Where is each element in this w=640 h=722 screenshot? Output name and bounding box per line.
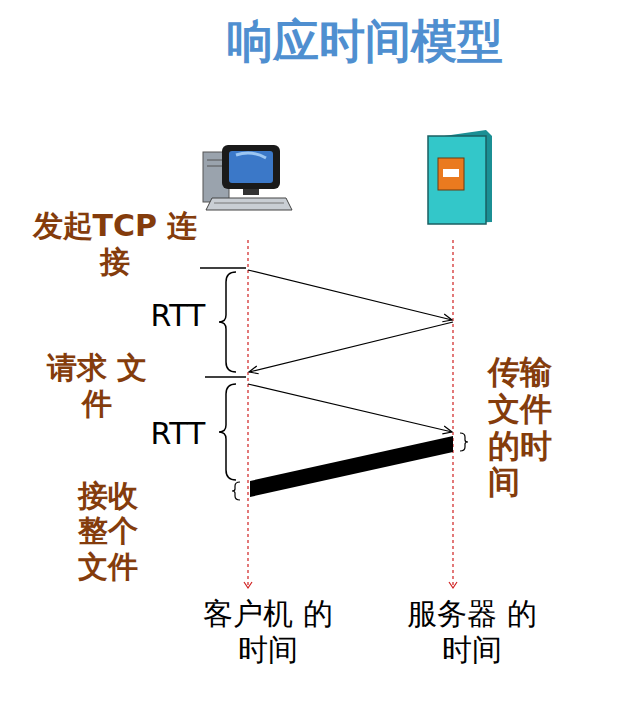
rtt-brace bbox=[219, 384, 236, 480]
synack-arrow bbox=[249, 322, 453, 372]
transmit-label: 传输 文件 的时间 bbox=[488, 354, 552, 501]
client-lifeline bbox=[247, 240, 248, 588]
server-icon bbox=[428, 130, 492, 224]
step-label: 接收 整个 文件 bbox=[58, 478, 158, 584]
lifeline-label: 服务器 的时间 bbox=[402, 596, 542, 668]
server-lifeline bbox=[452, 240, 453, 588]
rtt-label: RTT bbox=[138, 298, 218, 334]
rtt-brace bbox=[219, 272, 236, 372]
lifeline-label: 客户机 的时间 bbox=[198, 596, 338, 668]
diagram-title: 响应时间模型 bbox=[130, 14, 600, 69]
client-computer-icon bbox=[203, 145, 292, 210]
rtt-label: RTT bbox=[138, 416, 218, 452]
receive-brace bbox=[232, 482, 240, 500]
tick bbox=[205, 376, 246, 378]
syn-arrow bbox=[248, 270, 452, 320]
tick bbox=[200, 267, 246, 269]
step-label: 请求 文件 bbox=[42, 350, 152, 422]
step-label: 发起TCP 连接 bbox=[30, 208, 200, 280]
transmit-brace bbox=[460, 433, 468, 451]
request-arrow bbox=[248, 384, 452, 432]
file-transfer-bar bbox=[250, 436, 453, 497]
